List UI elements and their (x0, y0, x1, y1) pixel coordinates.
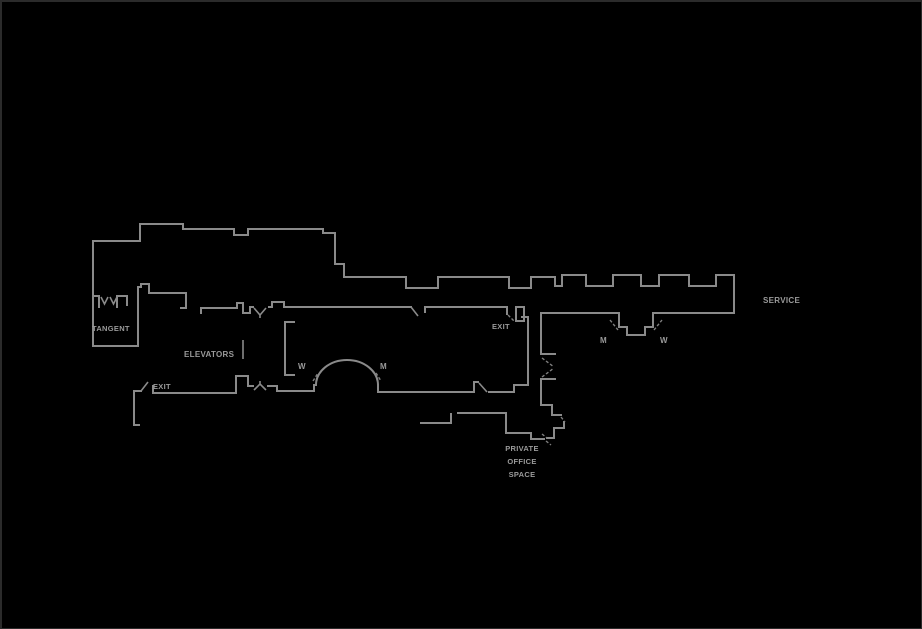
wall-right-corridor-restrooms (540, 312, 735, 336)
wall-step-right-of-tangent (137, 283, 187, 309)
label-men-right: M (600, 336, 607, 345)
wall-private-office-passage (540, 312, 565, 439)
label-exit-left: EXIT (153, 382, 171, 391)
label-tangent: TANGENT (92, 324, 130, 333)
label-women-right: W (660, 336, 668, 345)
wall-main-room-and-crenellation (92, 223, 735, 314)
label-private-line2: OFFICE (507, 457, 536, 466)
label-women-center: W (298, 362, 306, 371)
door-swings-private-passage (541, 357, 566, 446)
label-exit-center: EXIT (492, 322, 510, 331)
label-private-line3: SPACE (509, 470, 536, 479)
wall-corridor-bottom-left (133, 375, 254, 426)
wall-elevator-lobby-top (200, 302, 254, 314)
curved-wall-arc (314, 359, 380, 387)
wall-tangent-room (92, 294, 139, 347)
label-men-center: M (380, 362, 387, 371)
wall-tangent-door-jamb-left (92, 295, 100, 308)
label-private-line1: PRIVATE (505, 444, 539, 453)
door-leaf-corridor-top (410, 306, 419, 317)
wall-corridor-top-center (268, 301, 508, 315)
wall-private-office-room (420, 412, 545, 440)
door-leaf-exit-left (140, 381, 149, 392)
tangent-double-door-icon (100, 296, 118, 306)
exit-center-door-slab (515, 306, 525, 322)
wall-corridor-bottom-center (267, 316, 529, 393)
door-swing-restrooms-right (609, 319, 663, 331)
elevator-door-top-icon (253, 307, 267, 318)
door-swing-arc-ends (312, 372, 382, 382)
wall-elevator-shaft-east (284, 321, 295, 376)
label-service: SERVICE (763, 296, 800, 305)
door-swing-exit-center (507, 314, 515, 322)
door-leaf-bottom-center (478, 382, 488, 393)
label-elevators: ELEVATORS (184, 350, 235, 359)
labels-layer: TANGENT ELEVATORS EXIT W M EXIT M W SERV… (92, 296, 800, 479)
wall-tangent-door-jamb-right (116, 295, 128, 308)
elevator-door-bottom-icon (253, 381, 267, 391)
